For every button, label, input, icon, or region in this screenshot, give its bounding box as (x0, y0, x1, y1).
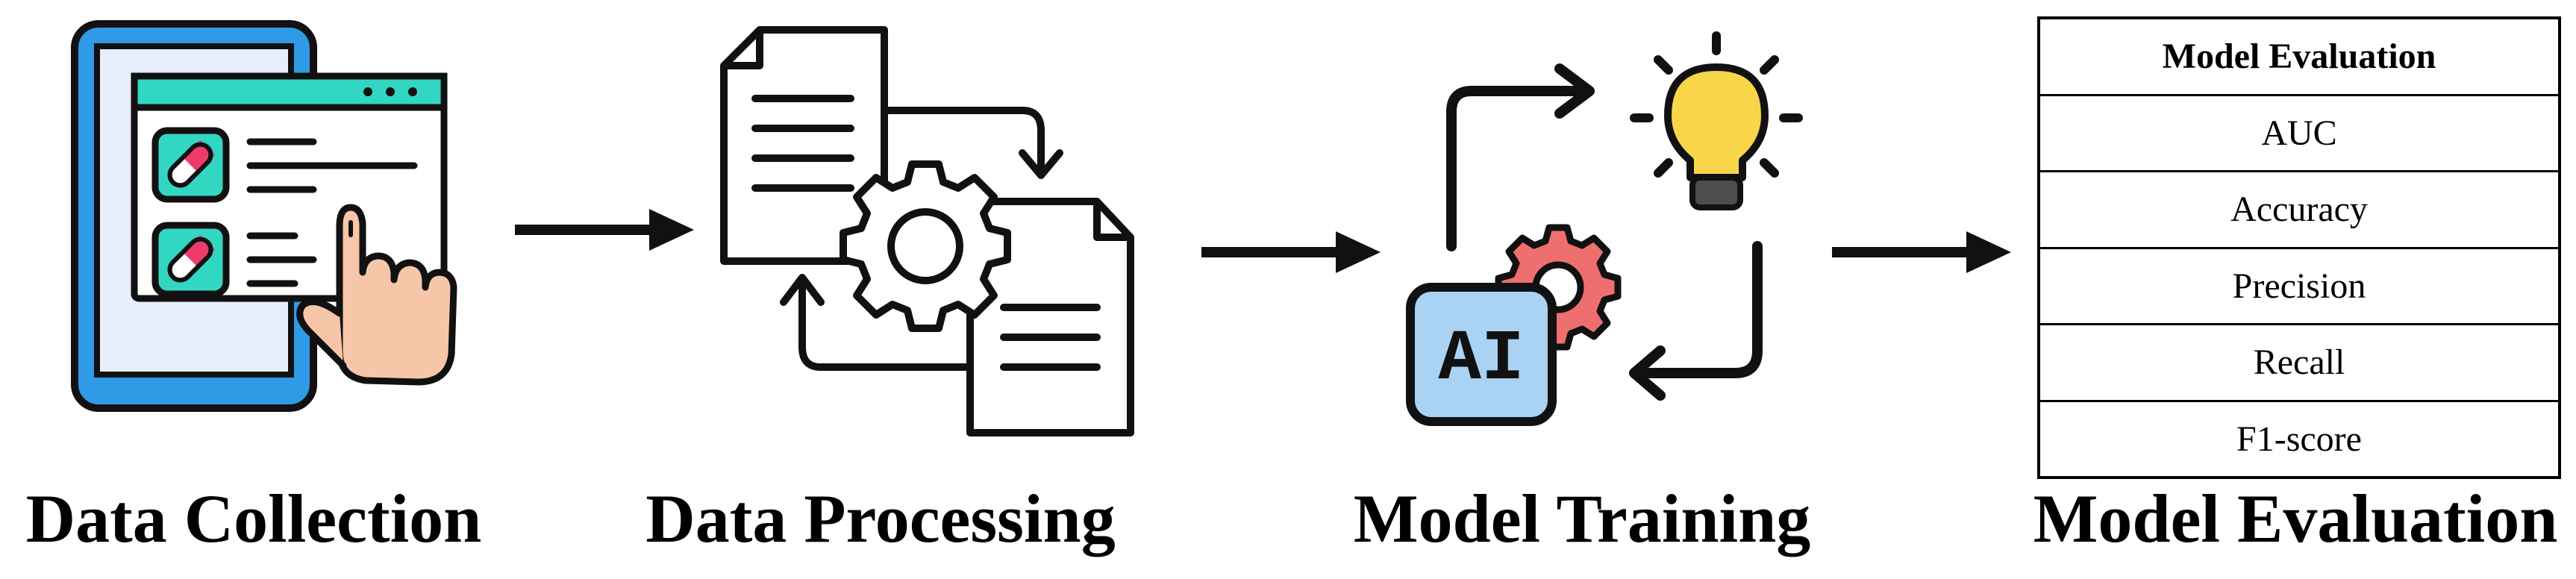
metric-f1-score: F1-score (2040, 399, 2558, 477)
metric-auc: AUC (2040, 93, 2558, 171)
tablet-hand-pills-icon (71, 20, 457, 412)
metric-accuracy: Accuracy (2040, 170, 2558, 247)
documents-gear-icon (720, 26, 1134, 436)
ai-chip-text: AI (1438, 319, 1524, 400)
evaluation-table-header: Model Evaluation (2162, 37, 2436, 77)
evaluation-table: Model Evaluation AUC Accuracy Precision … (2037, 16, 2561, 479)
flow-arrow-2 (1201, 231, 1381, 273)
ai-gear-lightbulb-icon: AI (1406, 31, 1803, 426)
stage-label-data-processing: Data Processing (645, 481, 1116, 557)
stage-label-model-training: Model Training (1353, 481, 1811, 557)
stage-label-data-collection: Data Collection (25, 481, 482, 557)
flow-arrow-1 (515, 209, 694, 251)
metric-recall: Recall (2040, 323, 2558, 400)
flow-arrow-3 (1832, 231, 2011, 273)
metric-precision: Precision (2040, 246, 2558, 324)
stage-label-model-evaluation: Model Evaluation (2033, 481, 2558, 557)
